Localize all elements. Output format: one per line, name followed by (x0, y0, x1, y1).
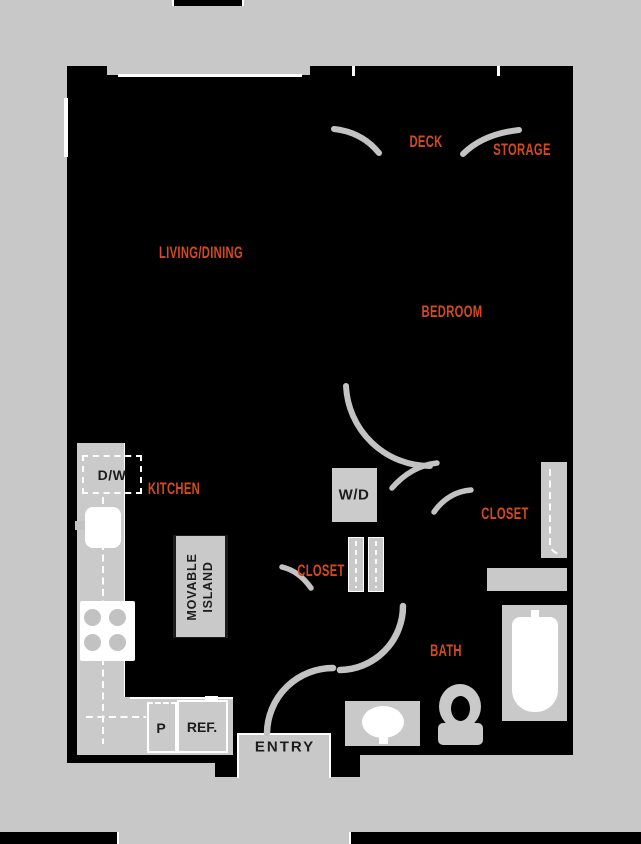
deck-wall-tick-left (352, 66, 355, 76)
refrigerator-label: REF. (186, 719, 218, 735)
top-wall-block-left (67, 66, 107, 76)
room-label-closet-bedroom: CLOSET (481, 504, 529, 523)
bottom-right-neighbor-wall (349, 832, 641, 844)
burner-icon (109, 634, 126, 651)
entry-side-wall-block (330, 755, 360, 777)
top-wall-block-right (310, 66, 573, 76)
bathtub-faucet-icon (531, 610, 539, 621)
movable-island (173, 535, 228, 638)
closet-shelf (487, 568, 567, 591)
kitchen-counter-edge (130, 697, 233, 699)
bottom-wall-strip (67, 755, 215, 763)
entry-label: ENTRY (254, 738, 316, 756)
unit-floor (67, 75, 573, 755)
vanity-faucet-icon (379, 727, 388, 744)
bedroom-closet (541, 462, 567, 558)
dishwasher-label: D/W (97, 467, 127, 483)
deck-wall-tick-right (497, 66, 500, 76)
movable-island-label-line1: MOVABLE (184, 553, 199, 621)
dishwasher-box (82, 455, 142, 494)
washer-dryer-box (332, 468, 377, 522)
room-label-bedroom: BEDROOM (421, 302, 483, 321)
sliding-door-left (348, 537, 364, 592)
toilet-bowl-opening (451, 696, 470, 721)
burner-icon (84, 609, 101, 626)
bathtub-basin (512, 617, 558, 712)
room-label-kitchen: KITCHEN (147, 479, 201, 498)
bottom-wall-step (215, 755, 237, 777)
washer-dryer-label: W/D (338, 486, 370, 504)
bottom-left-neighbor-wall (0, 832, 119, 844)
room-label-closet-hall: CLOSET (297, 561, 345, 580)
pantry-box (147, 702, 177, 753)
movable-island-label: MOVABLE ISLAND (184, 553, 217, 620)
kitchen-faucet (75, 521, 94, 530)
toilet-tank (438, 723, 483, 745)
window-top (118, 74, 302, 77)
burner-icon (84, 634, 101, 651)
pantry-label: P (156, 720, 166, 736)
kitchen-sink (85, 507, 121, 548)
sliding-door-right (368, 537, 384, 592)
room-label-bath: BATH (430, 641, 462, 660)
room-label-living-dining: LIVING/DINING (158, 243, 244, 262)
movable-island-label-line2: ISLAND (201, 561, 215, 613)
window-left (64, 98, 68, 157)
refrigerator-handle (205, 696, 218, 701)
burner-icon (109, 609, 126, 626)
room-label-deck: DECK (409, 132, 443, 151)
refrigerator-box (177, 700, 228, 753)
top-neighbor-wall-stub (172, 0, 244, 6)
room-label-storage: STORAGE (493, 140, 551, 159)
